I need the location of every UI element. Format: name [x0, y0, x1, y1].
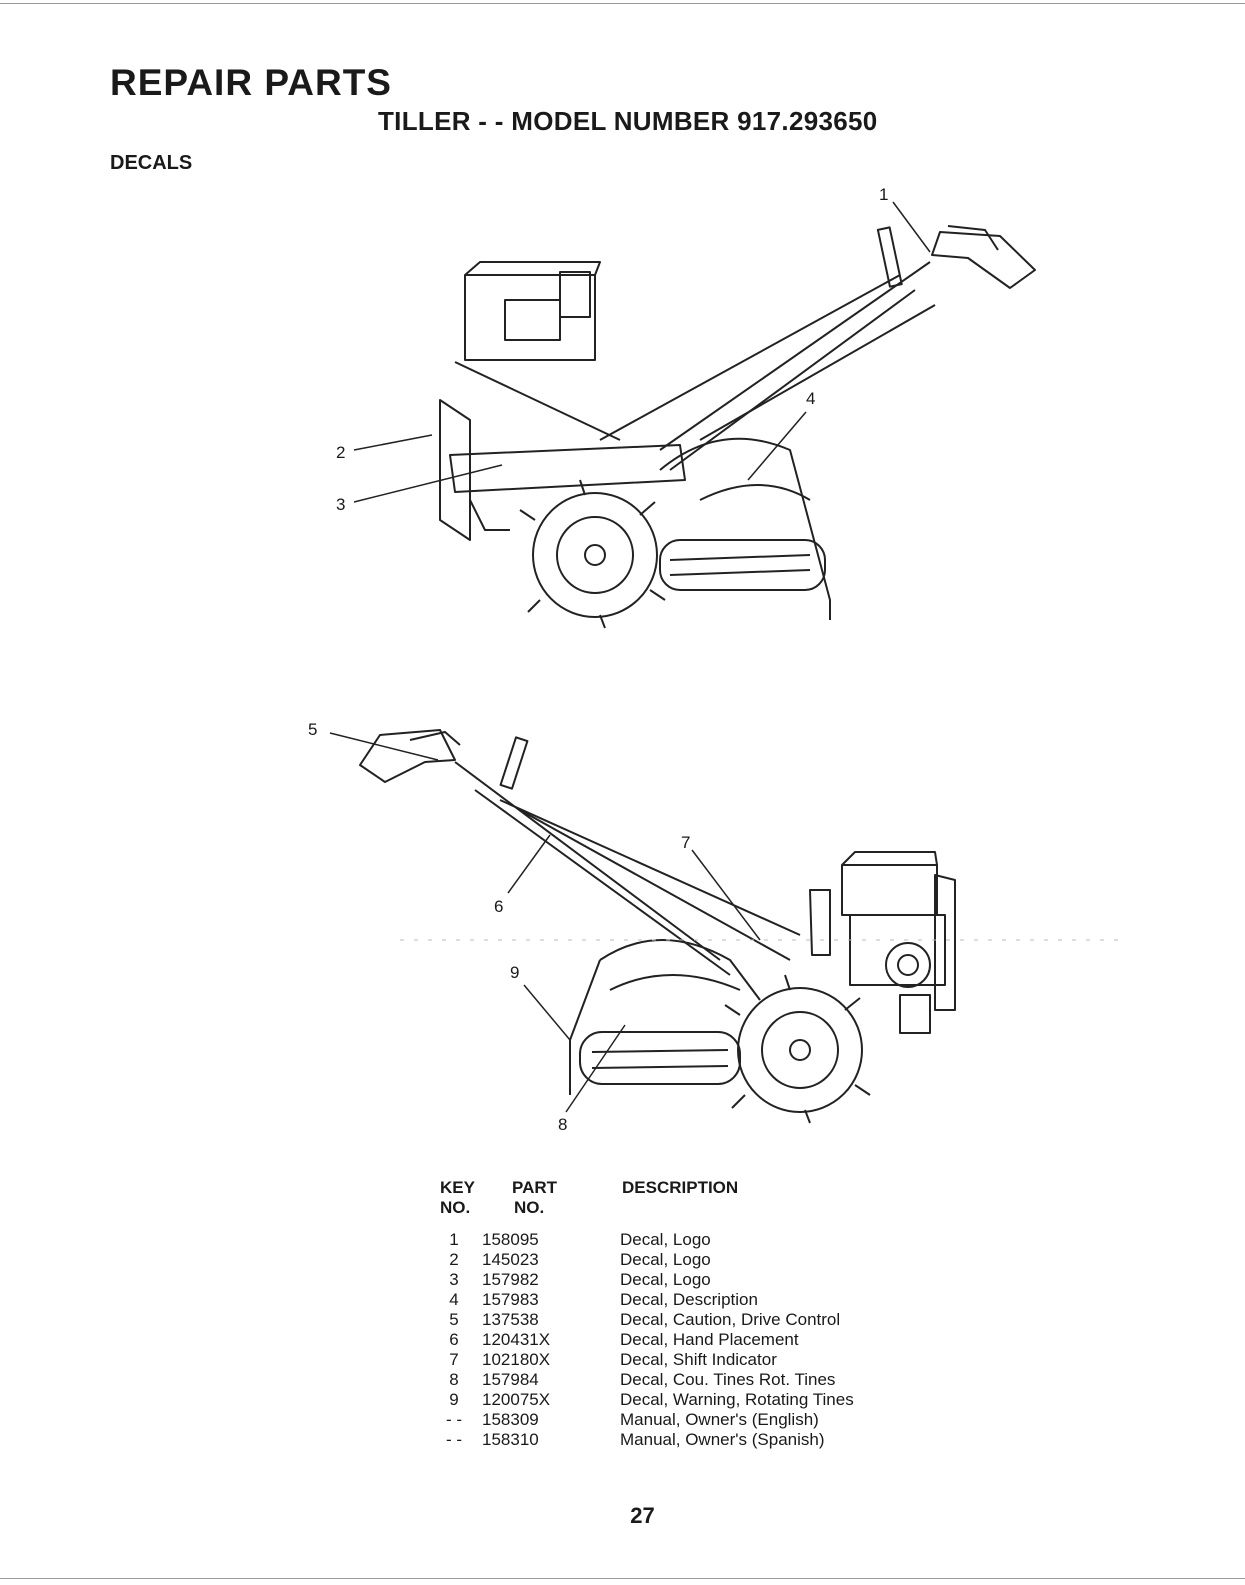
callout-8: 8 [558, 1115, 567, 1134]
key-no: - - [445, 1410, 463, 1429]
description: Decal, Hand Placement [620, 1330, 799, 1349]
key-no: 8 [449, 1370, 459, 1389]
description: Manual, Owner's (Spanish) [620, 1430, 825, 1449]
description: Decal, Cou. Tines Rot. Tines [620, 1370, 836, 1389]
key-no: 2 [449, 1250, 459, 1269]
part-no: 157982 [482, 1270, 539, 1289]
key-no: 1 [449, 1230, 459, 1249]
callout-3: 3 [336, 495, 345, 514]
tiller-illustration-left-view: 1 2 3 4 [336, 185, 1036, 629]
part-no: 120075X [482, 1390, 551, 1409]
header-part: PART NO. [512, 1178, 558, 1217]
part-no: 158309 [482, 1410, 539, 1429]
part-no: 157983 [482, 1290, 539, 1309]
header-description: DESCRIPTION [622, 1178, 739, 1197]
callout-6: 6 [494, 897, 503, 916]
key-no: 7 [449, 1350, 459, 1369]
key-no: 4 [449, 1290, 459, 1309]
page-number: 27 [630, 1503, 655, 1528]
header-key: KEY NO. [440, 1178, 475, 1217]
description: Decal, Description [620, 1290, 758, 1309]
part-no: 102180X [482, 1350, 551, 1369]
model-subtitle: TILLER - - MODEL NUMBER 917.293650 [378, 106, 878, 136]
bottom-rule [0, 1578, 1245, 1579]
tiller-illustration-right-view: 5 6 7 8 9 [308, 720, 1120, 1134]
callout-4: 4 [806, 389, 815, 408]
key-no: 6 [449, 1330, 459, 1349]
key-no: 3 [449, 1270, 459, 1289]
part-no: 158095 [482, 1230, 539, 1249]
key-no: - - [445, 1430, 463, 1449]
description: Decal, Logo [620, 1270, 711, 1289]
callout-9: 9 [510, 963, 519, 982]
callout-7: 7 [681, 833, 690, 852]
description: Decal, Logo [620, 1250, 711, 1269]
part-no: 137538 [482, 1310, 539, 1329]
description: Decal, Warning, Rotating Tines [620, 1390, 854, 1409]
top-rule [0, 3, 1245, 4]
page-title: REPAIR PARTS [110, 62, 392, 103]
callout-2: 2 [336, 443, 345, 462]
part-no: 120431X [482, 1330, 551, 1349]
key-no: 9 [449, 1390, 459, 1409]
part-no: 145023 [482, 1250, 539, 1269]
callout-5: 5 [308, 720, 317, 739]
description: Decal, Shift Indicator [620, 1350, 777, 1369]
part-no: 157984 [482, 1370, 539, 1389]
description: Manual, Owner's (English) [620, 1410, 819, 1429]
key-no: 5 [449, 1310, 459, 1329]
callout-1: 1 [879, 185, 888, 204]
description: Decal, Logo [620, 1230, 711, 1249]
section-heading: DECALS [110, 152, 193, 174]
description: Decal, Caution, Drive Control [620, 1310, 841, 1329]
part-no: 158310 [482, 1430, 539, 1449]
